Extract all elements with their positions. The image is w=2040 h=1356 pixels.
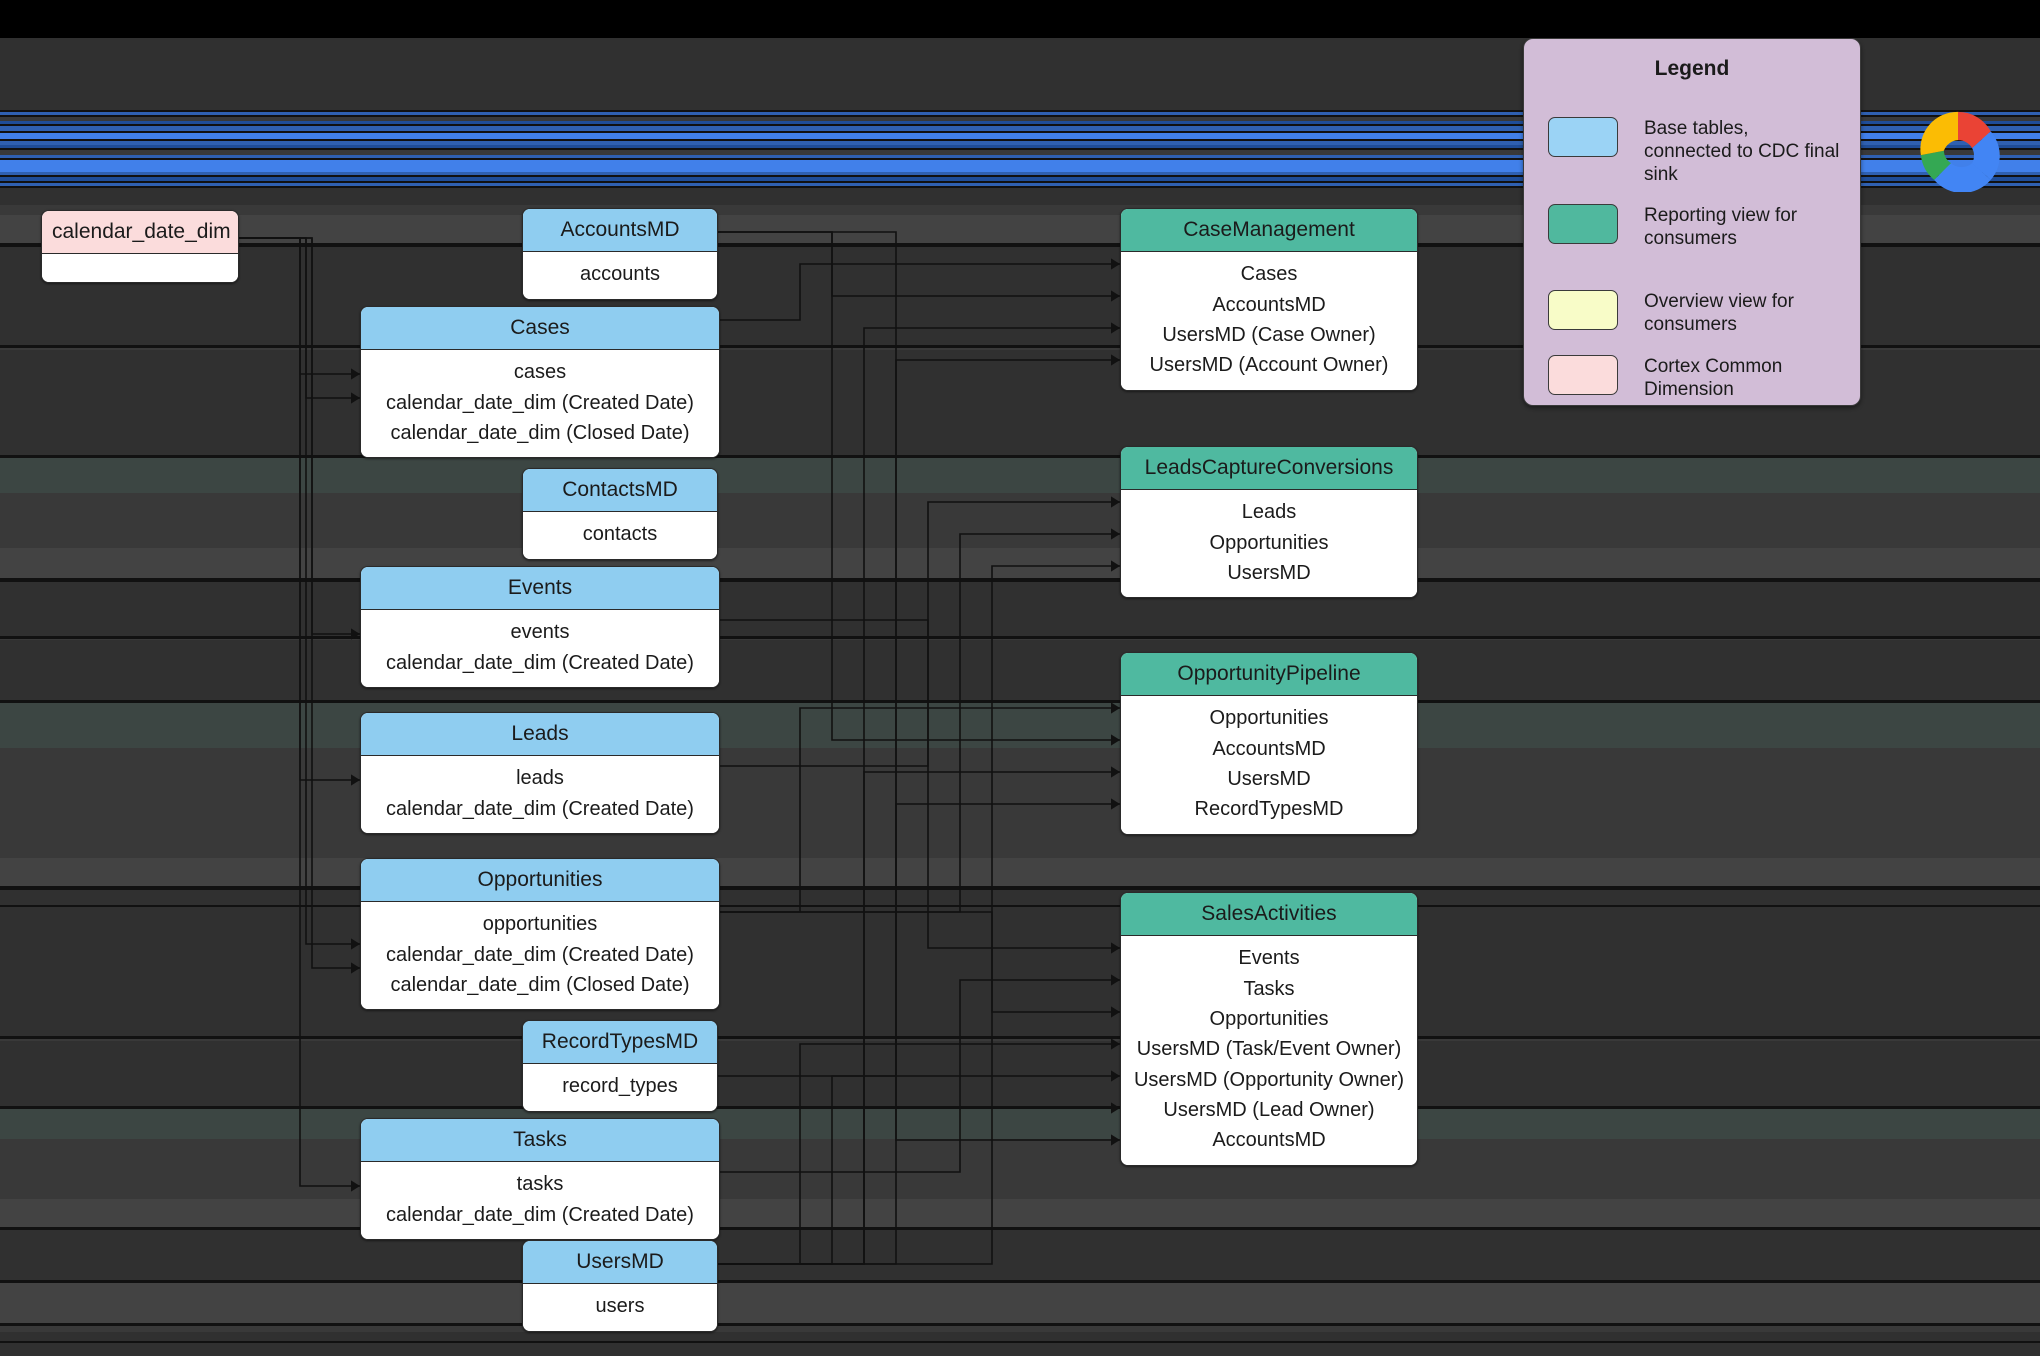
base-table-node-cases[interactable]: Cases cases calendar_date_dim (Created Dat… (360, 306, 720, 459)
node-row: calendar_date_dim (Created Date) (386, 651, 694, 674)
node-title: SalesActivities (1121, 893, 1417, 937)
legend-label-reporting-view: Reporting view for consumers (1644, 205, 1798, 250)
google-cloud-logo (1920, 111, 2000, 192)
node-row: UsersMD (1227, 767, 1311, 790)
node-title: Tasks (361, 1119, 719, 1163)
node-body (42, 254, 238, 283)
node-row: events (510, 621, 570, 644)
node-row: calendar_date_dim (Closed Date) (390, 973, 690, 996)
node-body: tasks calendar_date_dim (Created Date) (361, 1162, 719, 1239)
node-row: calendar_date_dim (Created Date) (386, 797, 694, 820)
node-row: record_types (562, 1075, 678, 1098)
node-row: calendar_date_dim (Closed Date) (390, 421, 690, 444)
base-table-node-tasks[interactable]: Tasks tasks calendar_date_dim (Created Dat… (360, 1118, 720, 1240)
legend-item-cortex-dimension: Cortex Common Dimension (1548, 355, 1840, 401)
node-title: OpportunityPipeline (1121, 653, 1417, 697)
legend-item-overview-view: Overview view for consumers (1548, 290, 1840, 336)
base-table-node-opportunities[interactable]: Opportunities opportunities calendar_date_… (360, 858, 720, 1011)
node-row: Events (1238, 947, 1300, 970)
node-body: contacts (523, 512, 717, 559)
node-body: events calendar_date_dim (Created Date) (361, 610, 719, 687)
legend-swatch-overview-view (1548, 290, 1618, 330)
node-title: Leads (361, 713, 719, 757)
node-row: RecordTypesMD (1194, 798, 1344, 821)
node-row: leads (516, 767, 564, 790)
base-table-node-events[interactable]: Events events calendar_date_dim (Created D… (360, 566, 720, 688)
node-title: Events (361, 567, 719, 611)
dimension-node-calendar-date-dim[interactable]: calendar_date_dim (41, 210, 239, 284)
node-title: calendar_date_dim (42, 211, 238, 255)
base-table-node-recordtypesmd[interactable]: RecordTypesMD record_types (522, 1020, 718, 1112)
legend-label-base-tables: Base tables, connected to CDC final sink (1644, 118, 1840, 186)
node-row: Opportunities (1209, 1007, 1329, 1030)
node-row: UsersMD (Opportunity Owner) (1133, 1068, 1405, 1091)
legend-label-cortex-dimension: Cortex Common Dimension (1644, 356, 1783, 401)
node-title: LeadsCaptureConversions (1121, 447, 1417, 491)
node-title: UsersMD (523, 1241, 717, 1285)
node-row: UsersMD (1227, 561, 1311, 584)
node-title: CaseManagement (1121, 209, 1417, 253)
node-title: AccountsMD (523, 209, 717, 253)
node-row: cases (513, 361, 567, 384)
base-table-node-contactsmd[interactable]: ContactsMD contacts (522, 468, 718, 560)
node-row: contacts (582, 523, 658, 546)
node-row: opportunities (482, 913, 598, 936)
node-title: RecordTypesMD (523, 1021, 717, 1065)
node-body: leads calendar_date_dim (Created Date) (361, 756, 719, 833)
node-body: users (523, 1284, 717, 1331)
node-body: cases calendar_date_dim (Created Date) cal… (361, 350, 719, 458)
node-body: opportunities calendar_date_dim (Created … (361, 902, 719, 1010)
node-row: AccountsMD (1212, 293, 1326, 316)
node-row: Cases (1240, 263, 1298, 286)
node-title: Cases (361, 307, 719, 351)
node-row: Opportunities (1209, 707, 1329, 730)
node-title: Opportunities (361, 859, 719, 903)
legend-item-reporting-view: Reporting view for consumers (1548, 204, 1840, 250)
legend-swatch-cortex-dimension (1548, 355, 1618, 395)
legend-swatch-reporting-view (1548, 204, 1618, 244)
node-row: Tasks (1243, 977, 1295, 1000)
node-body: accounts (523, 252, 717, 299)
node-row: calendar_date_dim (Created Date) (386, 1203, 694, 1226)
legend-label-overview-view: Overview view for consumers (1644, 291, 1794, 336)
node-row: calendar_date_dim (Created Date) (386, 943, 694, 966)
node-row: accounts (579, 263, 661, 286)
base-table-node-accountsmd[interactable]: AccountsMD accounts (522, 208, 718, 300)
node-row: UsersMD (Lead Owner) (1163, 1099, 1375, 1122)
node-title: ContactsMD (523, 469, 717, 513)
legend-swatch-base-tables (1548, 117, 1618, 157)
node-row: users (595, 1295, 645, 1318)
legend-item-base-tables: Base tables, connected to CDC final sink (1548, 117, 1840, 187)
base-table-node-usersmd[interactable]: UsersMD users (522, 1240, 718, 1332)
node-body: record_types (523, 1064, 717, 1111)
base-table-node-leads[interactable]: Leads leads calendar_date_dim (Created Dat… (360, 712, 720, 834)
node-row: UsersMD (Case Owner) (1162, 323, 1376, 346)
node-row: tasks (516, 1173, 564, 1196)
node-row: Opportunities (1209, 531, 1329, 554)
legend-panel: Legend Base tables, connected to CDC fin… (1523, 38, 1861, 406)
node-row: AccountsMD (1212, 737, 1326, 760)
legend-title: Legend (1654, 57, 1730, 80)
node-row: UsersMD (Task/Event Owner) (1136, 1038, 1402, 1061)
node-row: Leads (1241, 501, 1297, 524)
node-row: AccountsMD (1212, 1129, 1326, 1152)
node-row: calendar_date_dim (Created Date) (386, 391, 694, 414)
node-row: UsersMD (Account Owner) (1149, 354, 1389, 377)
